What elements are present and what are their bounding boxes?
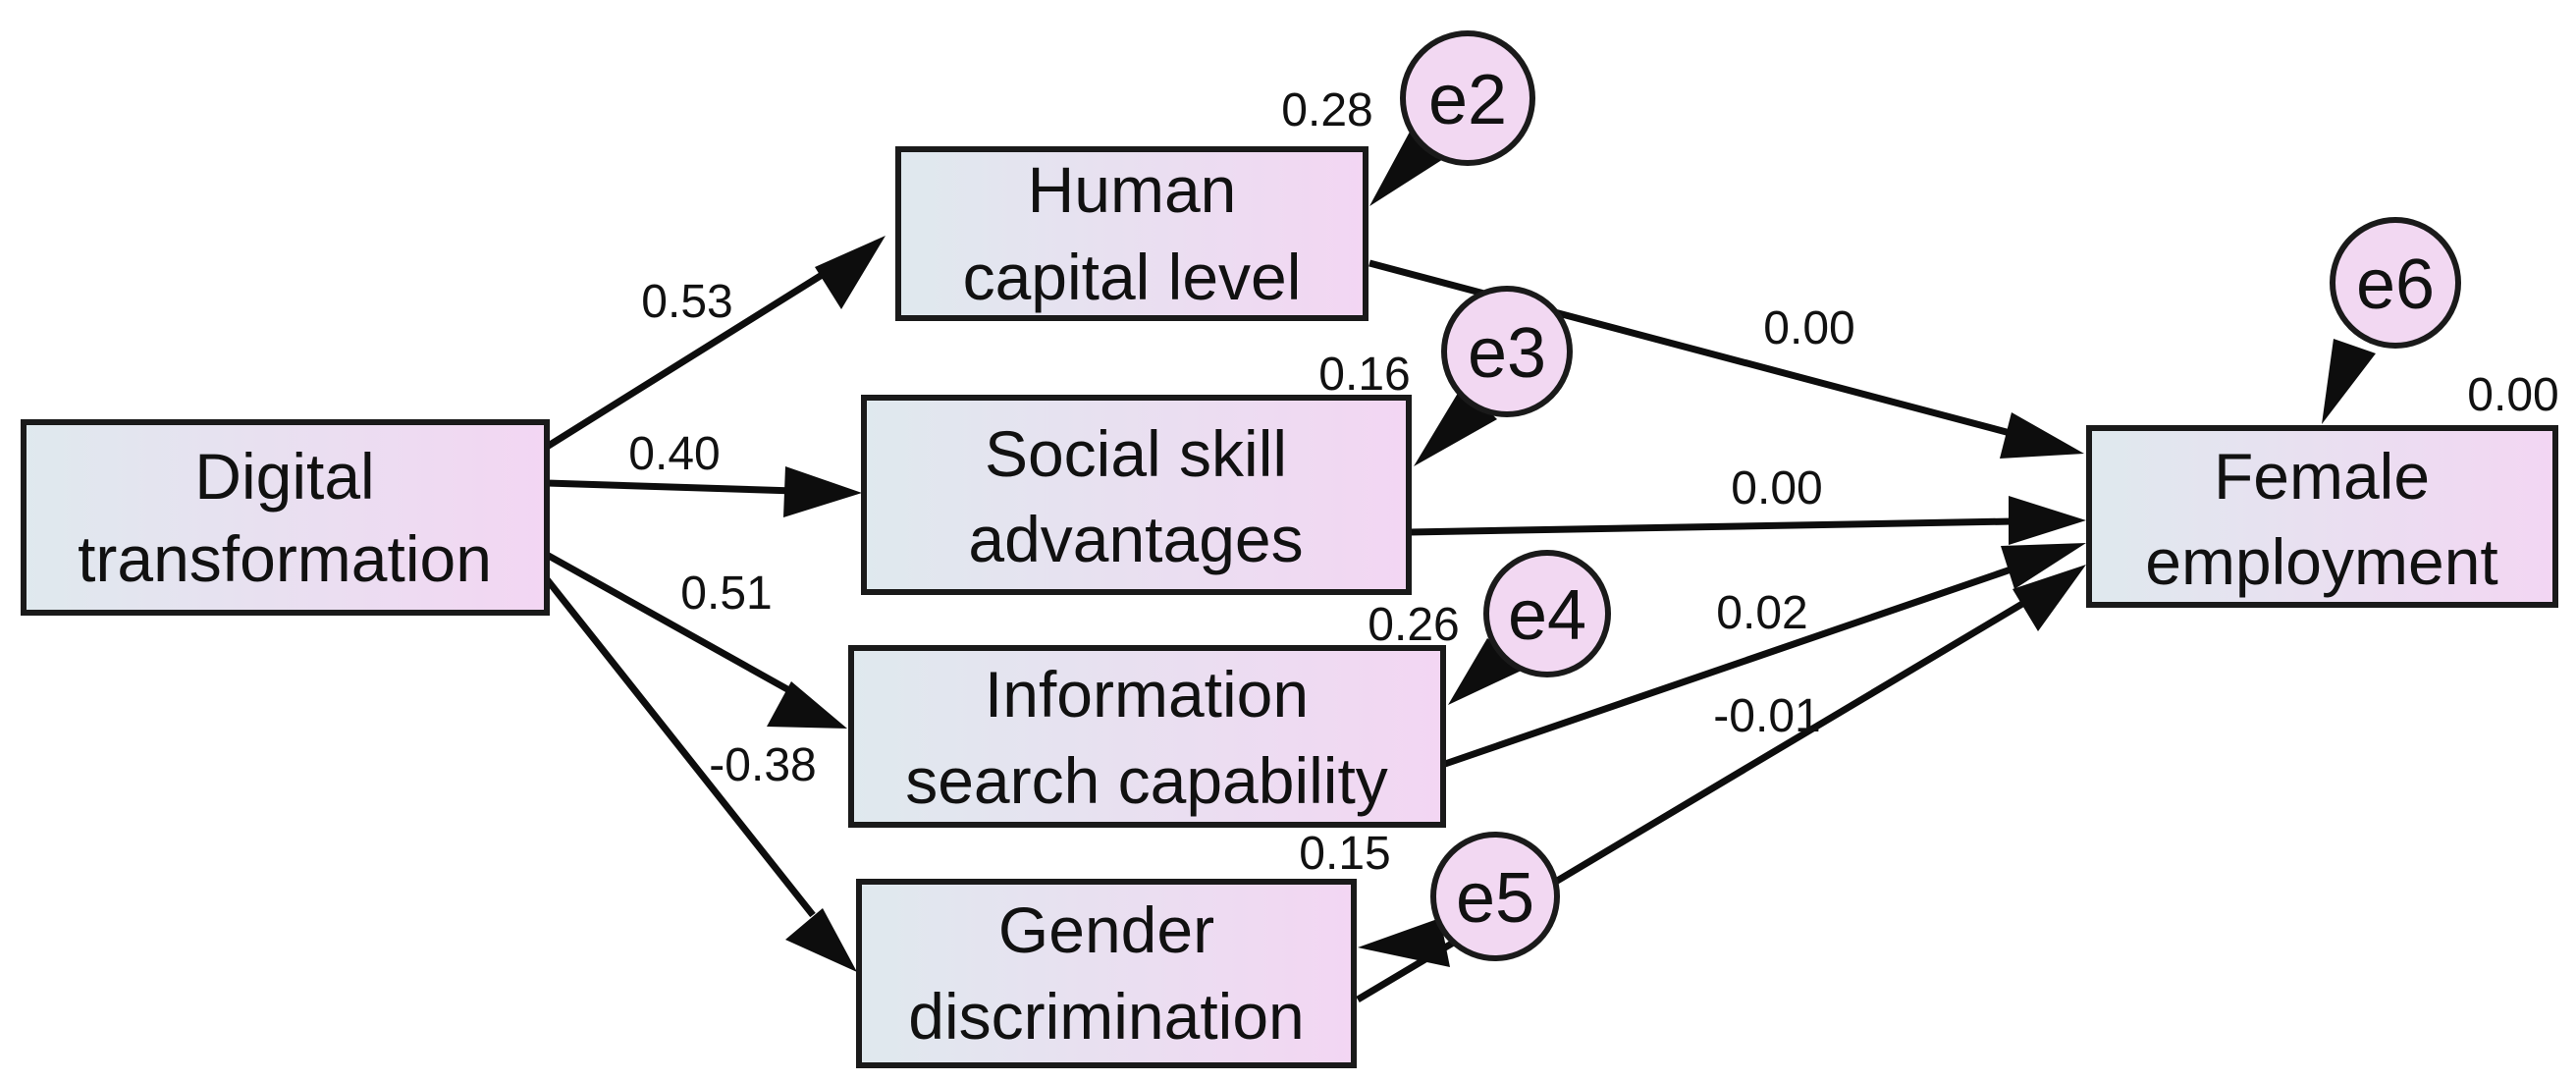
error-label-e6: e6 — [2356, 245, 2435, 324]
variable-box-gender-discrimination: Gender discrimination — [856, 879, 1357, 1068]
arrowhead-digital-to-human — [815, 236, 886, 309]
arrows-layer — [544, 120, 2376, 1003]
arrow-human-to-female — [1368, 259, 2018, 439]
r2-gender: 0.15 — [1299, 828, 1390, 880]
error-node-e2: e2 — [1400, 30, 1535, 166]
arrowhead-gender-to-female — [2012, 565, 2086, 631]
error-label-e3: e3 — [1468, 314, 1546, 393]
arrowhead-digital-to-gender — [785, 908, 857, 972]
coef-social-female: 0.00 — [1731, 462, 1822, 514]
arrowhead-info-to-female — [2001, 543, 2086, 589]
arrow-digital-to-gender — [544, 576, 816, 918]
error-node-e3: e3 — [1441, 286, 1573, 417]
coef-digital-info: 0.51 — [680, 568, 772, 620]
variable-label-digital-line1: Digital — [194, 440, 374, 513]
observed-variables: Digital transformation Human capital lev… — [21, 146, 2558, 1068]
arrowhead-digital-to-info — [767, 681, 847, 729]
variable-box-human-capital: Human capital level — [895, 146, 1368, 321]
variable-label-human-line1: Human — [1028, 153, 1237, 226]
path-coefficients: 0.53 0.40 0.51 -0.38 0.00 0.00 0.02 -0.0… — [628, 84, 2558, 880]
variable-label-female-line1: Female — [2214, 440, 2430, 513]
r2-info: 0.26 — [1368, 599, 1459, 651]
error-label-e4: e4 — [1508, 576, 1586, 655]
coef-info-female: 0.02 — [1716, 587, 1807, 639]
r2-social: 0.16 — [1318, 349, 1410, 401]
arrowhead-e6-to-female — [2322, 339, 2376, 424]
coef-digital-social: 0.40 — [628, 428, 720, 480]
variable-label-digital-line2: transformation — [78, 522, 492, 595]
arrow-digital-to-social — [546, 479, 796, 495]
error-label-e5: e5 — [1456, 859, 1534, 938]
variable-label-human-line2: capital level — [963, 241, 1302, 313]
r2-human: 0.28 — [1281, 84, 1372, 136]
variable-label-info-line1: Information — [985, 658, 1309, 730]
arrow-social-to-female — [1409, 517, 2013, 536]
arrow-info-to-female — [1443, 562, 2024, 768]
arrowhead-social-to-female — [2009, 496, 2086, 545]
coef-gender-female: -0.01 — [1713, 690, 1820, 742]
variable-label-social-line2: advantages — [968, 503, 1303, 575]
error-terms: e2 e3 e4 e5 e6 — [1400, 30, 2461, 961]
arrowhead-digital-to-social — [783, 466, 862, 517]
arrow-digital-to-human — [545, 264, 836, 450]
variable-label-female-line2: employment — [2145, 525, 2498, 598]
error-node-e4: e4 — [1483, 550, 1611, 677]
variable-label-gender-line2: discrimination — [908, 980, 1304, 1053]
variable-label-gender-line1: Gender — [998, 893, 1214, 966]
coef-digital-gender: -0.38 — [709, 739, 816, 791]
error-label-e2: e2 — [1428, 61, 1507, 139]
variable-box-social-skill: Social skill advantages — [861, 395, 1412, 595]
coef-human-female: 0.00 — [1763, 302, 1854, 354]
error-node-e5: e5 — [1430, 832, 1560, 961]
variable-box-female-employment: Female employment — [2086, 425, 2558, 608]
arrow-digital-to-info — [545, 551, 807, 703]
coef-digital-human: 0.53 — [641, 276, 732, 328]
arrowhead-e5-to-gender — [1358, 918, 1450, 967]
arrowhead-human-to-female — [2000, 412, 2084, 459]
error-node-e6: e6 — [2330, 217, 2461, 349]
variable-box-digital-transformation: Digital transformation — [21, 419, 550, 616]
variable-box-information-search: Information search capability — [848, 645, 1446, 828]
r2-female: 0.00 — [2467, 369, 2558, 421]
variable-label-social-line1: Social skill — [985, 417, 1287, 490]
variable-label-info-line2: search capability — [905, 744, 1388, 817]
